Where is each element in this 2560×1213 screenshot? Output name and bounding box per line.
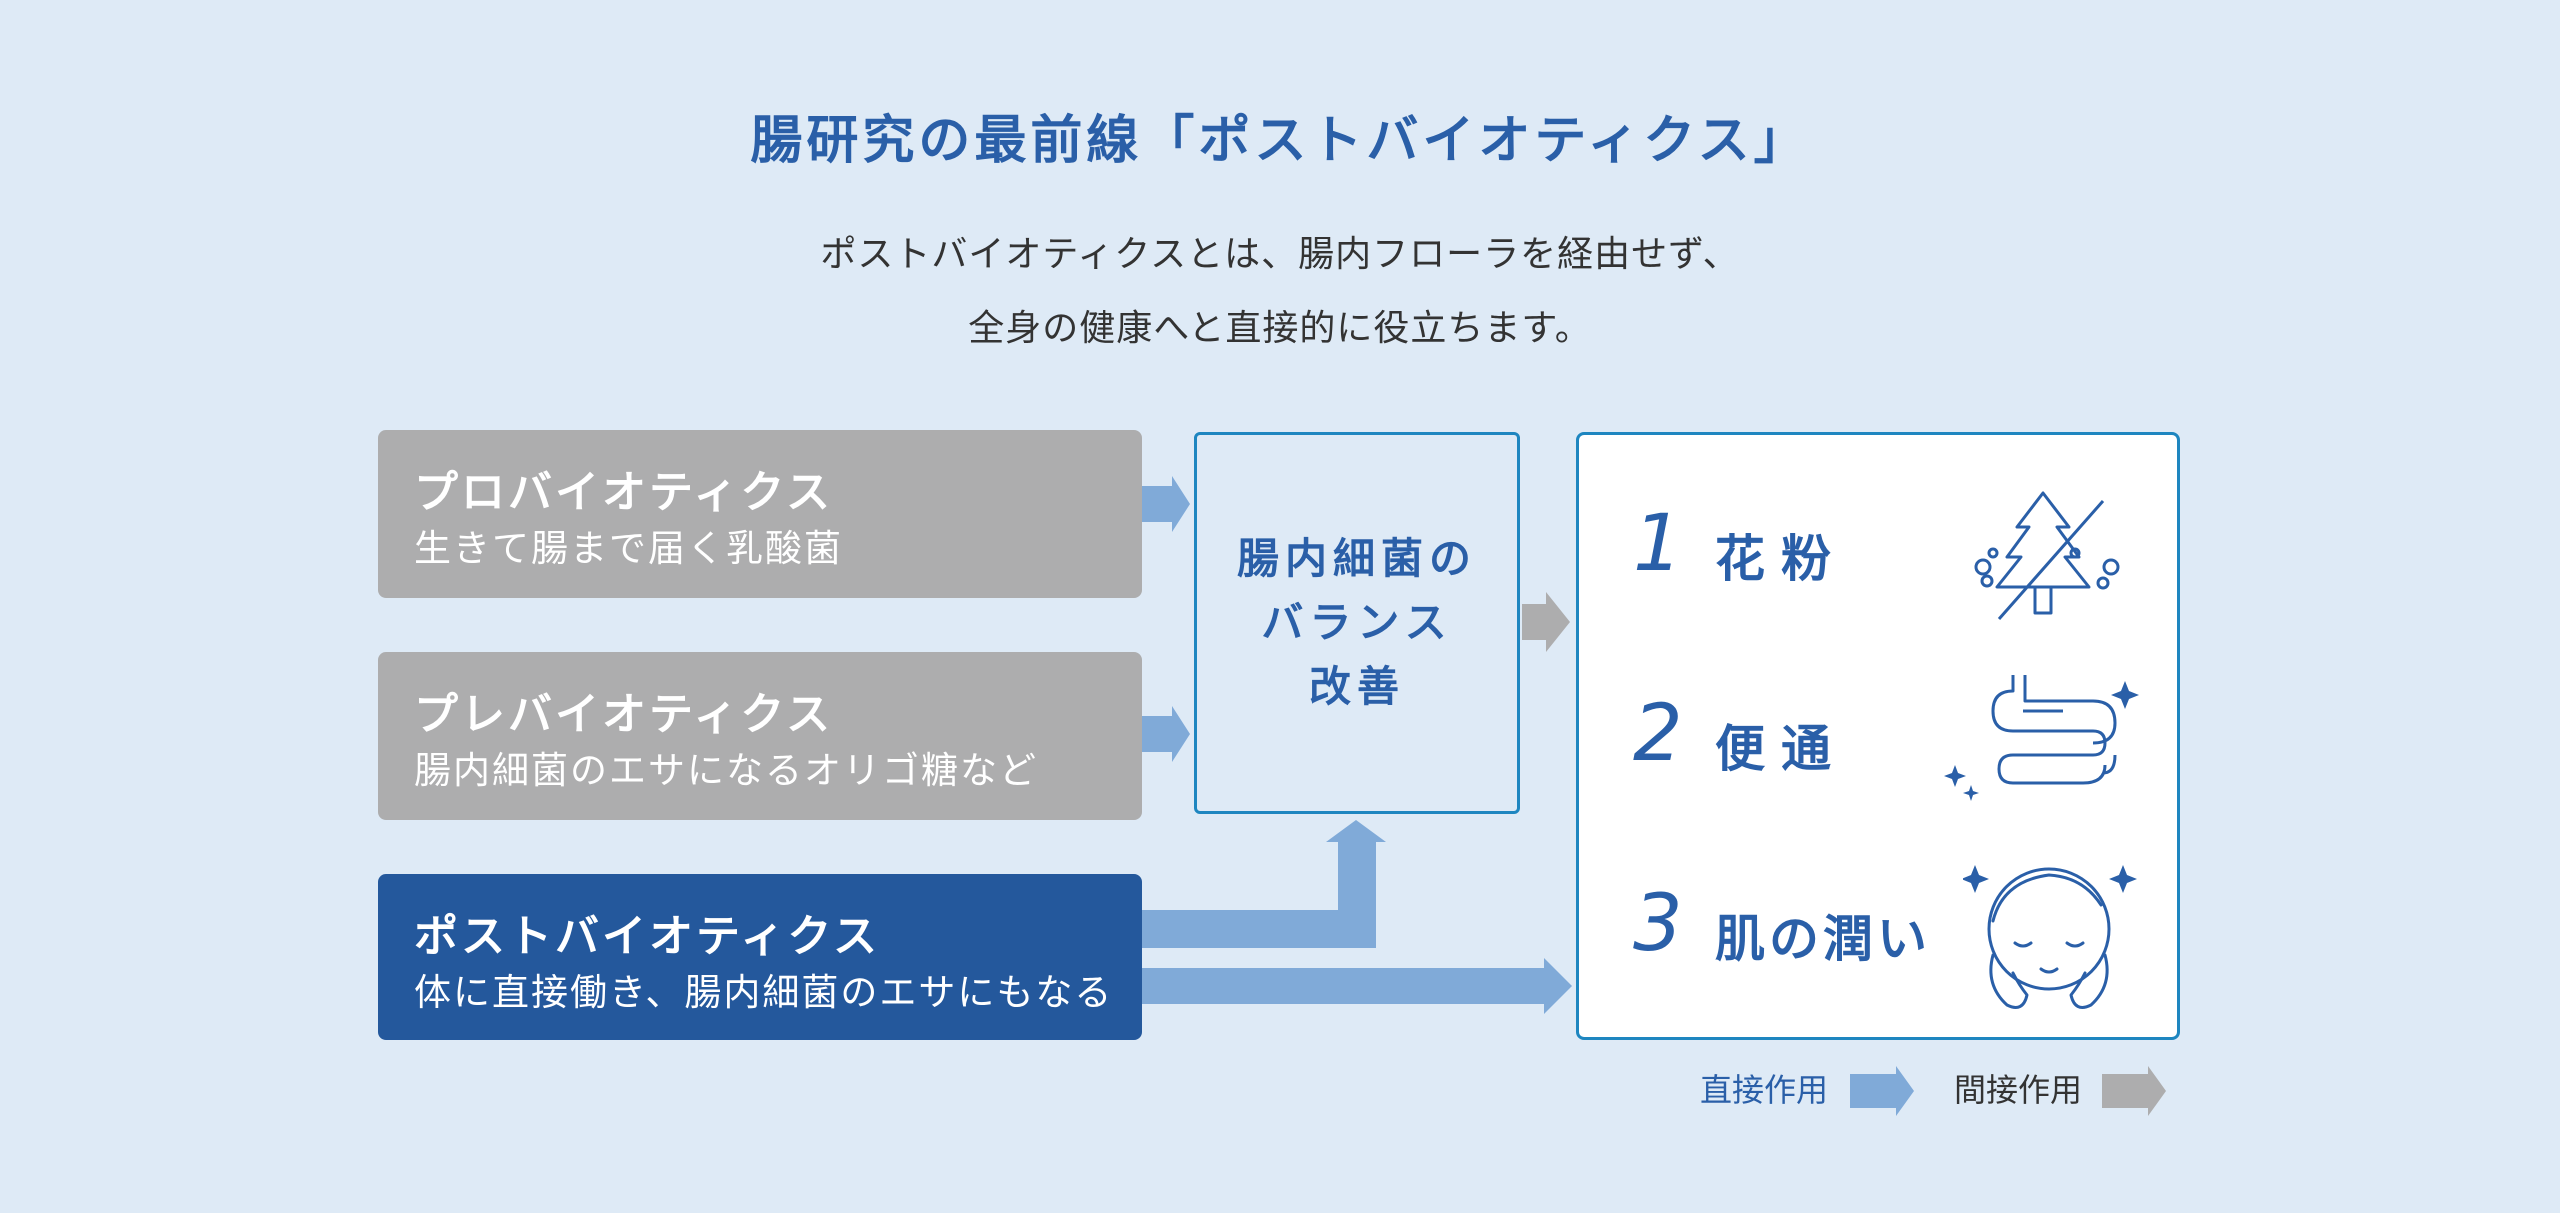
probiotics-heading: プロバイオティクス: [414, 467, 834, 518]
arrow-postbiotics-to-results: [1140, 958, 1572, 1014]
arrow-probiotics-to-balance: [1140, 476, 1190, 532]
prebiotics-box: プレバイオティクス 腸内細菌のエサになるオリゴ糖など: [378, 652, 1142, 820]
postbiotics-sub: 体に直接働き、腸内細菌のエサにもなる: [414, 971, 1114, 1014]
arrow-prebiotics-to-balance: [1140, 706, 1190, 762]
result-number: 1: [1633, 499, 1683, 589]
lead-text: ポストバイオティクスとは、腸内フローラを経由せず、 全身の健康へと直接的に役立ち…: [0, 218, 2560, 366]
result-label: 肌の潤い: [1715, 910, 1931, 968]
prebiotics-heading: プレバイオティクス: [414, 689, 834, 740]
balance-line-2: バランス: [1261, 598, 1453, 647]
balance-line-1: 腸内細菌の: [1236, 534, 1477, 583]
results-box: 1 花粉 2 便通 3 肌の潤い: [1576, 432, 2180, 1040]
balance-line-3: 改善: [1308, 662, 1405, 711]
result-label: 便通: [1715, 720, 1847, 778]
legend-direct-arrow: [1850, 1066, 1914, 1116]
prebiotics-sub: 腸内細菌のエサになるオリゴ糖など: [414, 749, 1038, 792]
result-number: 2: [1633, 689, 1683, 779]
intestine-icon: [1944, 675, 2139, 801]
legend-indirect-label: 間接作用: [1954, 1071, 2083, 1109]
legend-indirect-arrow: [2102, 1066, 2166, 1116]
face-skin-icon: [1963, 865, 2137, 1009]
result-label: 花粉: [1715, 530, 1847, 588]
result-number: 3: [1633, 879, 1683, 969]
postbiotics-heading: ポストバイオティクス: [414, 911, 881, 962]
lead-line-1: ポストバイオティクスとは、腸内フローラを経由せず、: [820, 234, 1740, 275]
arrow-postbiotics-to-balance: [1140, 820, 1386, 948]
lead-line-2: 全身の健康へと直接的に役立ちます。: [968, 308, 1592, 349]
postbiotics-box: ポストバイオティクス 体に直接働き、腸内細菌のエサにもなる: [378, 874, 1142, 1040]
probiotics-box: プロバイオティクス 生きて腸まで届く乳酸菌: [378, 430, 1142, 598]
balance-box: 腸内細菌の バランス 改善: [1194, 432, 1520, 814]
pollen-tree-icon: [1974, 491, 2120, 620]
arrow-balance-to-results: [1522, 592, 1570, 652]
probiotics-sub: 生きて腸まで届く乳酸菌: [414, 527, 843, 570]
legend-direct-label: 直接作用: [1700, 1071, 1829, 1109]
page-title: 腸研究の最前線「ポストバイオティクス」: [750, 111, 1810, 171]
